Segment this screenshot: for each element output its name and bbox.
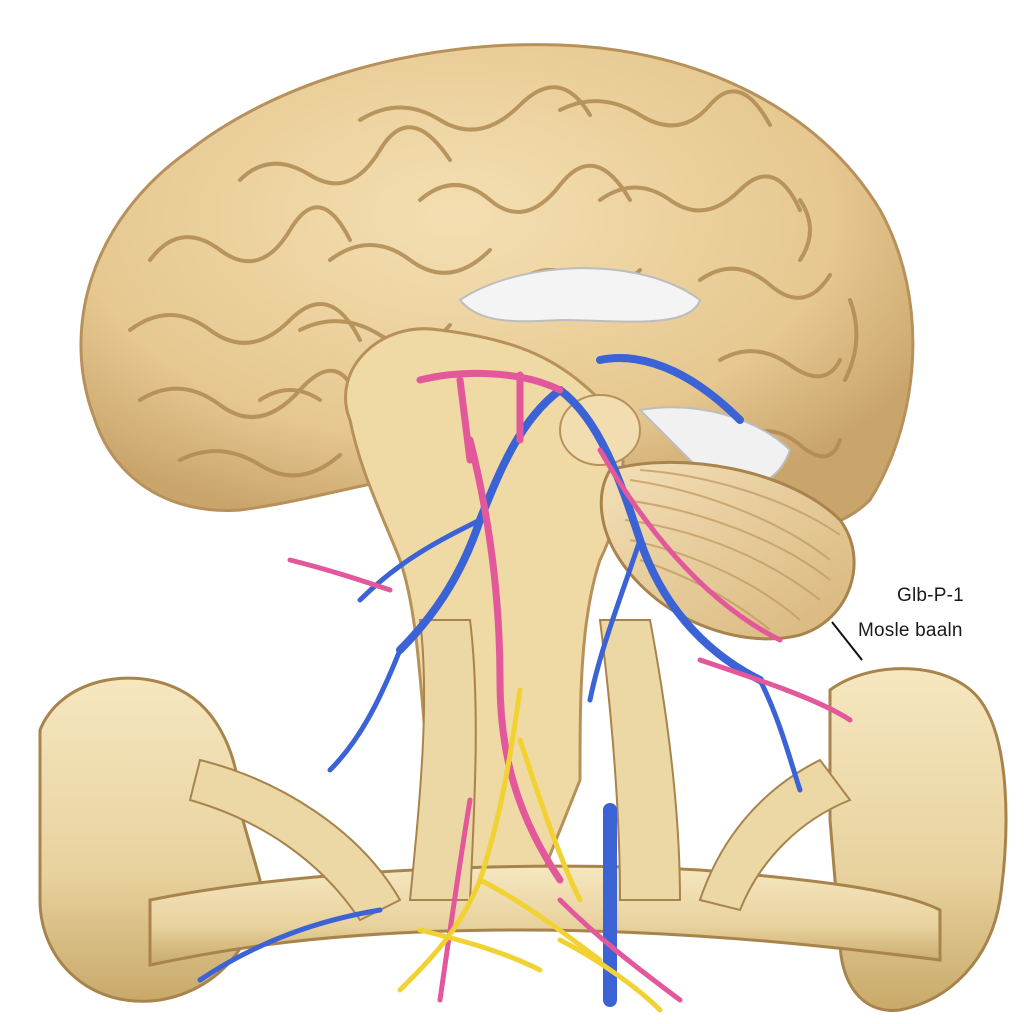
nerves (397, 687, 663, 1013)
leader-line (831, 621, 863, 661)
annotation-label-line2: Mosle baaln (858, 620, 963, 641)
annotation-label-line1: Glb-P-1 (897, 585, 964, 606)
arteries (287, 369, 853, 1003)
corpus-callosum (458, 267, 702, 323)
bone-structure (38, 619, 1008, 1012)
brainstem (344, 327, 641, 882)
cerebrum (79, 43, 915, 535)
